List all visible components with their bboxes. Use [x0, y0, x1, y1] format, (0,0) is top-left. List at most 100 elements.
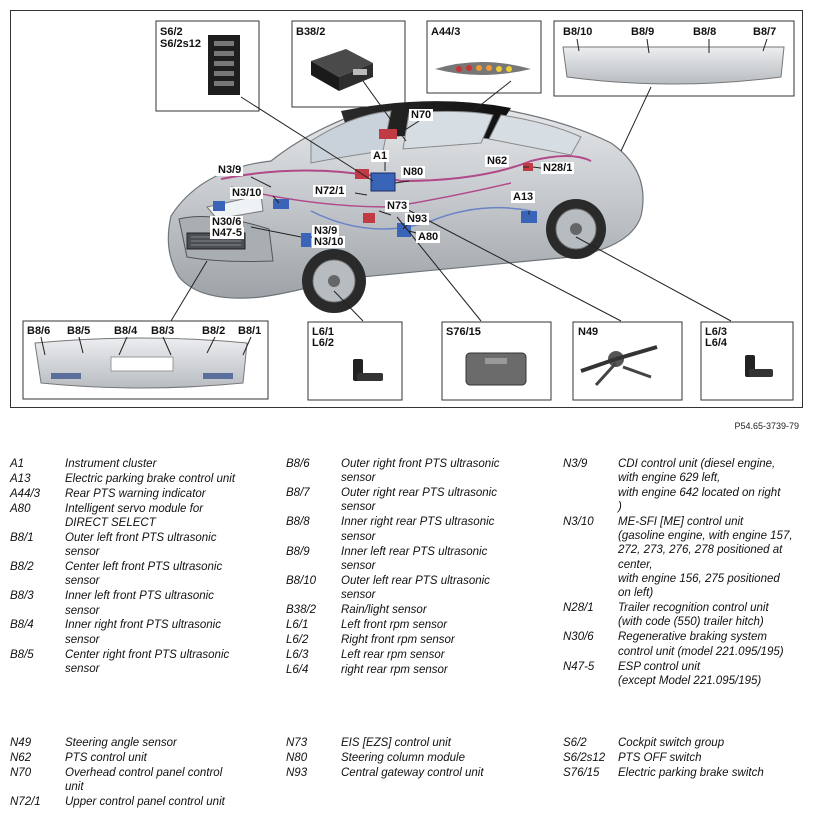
inset-s7615: S76/15 [441, 321, 552, 401]
rear-rpm-sensor-graphic [745, 355, 773, 377]
rear-warning-indicator-graphic [435, 62, 531, 75]
front-label-6: B8/1 [238, 325, 261, 337]
inset-s7615-label: S76/15 [446, 326, 481, 338]
legend-description: Rear PTS warning indicator [65, 487, 206, 500]
rear-label-2: B8/9 [631, 26, 654, 38]
legend-description: Regenerative braking system control unit… [618, 631, 784, 658]
legend-entry: A44/3 Rear PTS warning indicator [10, 487, 280, 501]
callout-n475: N47-5 [210, 227, 244, 239]
legend-description: ME-SFI [ME] control unit (gasoline engin… [618, 515, 793, 600]
parking-brake-switch-graphic [465, 352, 527, 386]
front-label-3: B8/4 [114, 325, 138, 337]
legend-entry: N73 EIS [EZS] control unit [286, 736, 558, 750]
legend-description: Center right front PTS ultrasonic sensor [65, 648, 230, 675]
front-label-4: B8/3 [151, 325, 174, 337]
inset-front-bumper: B8/6 B8/5 B8/4 B8/3 B8/2 B8/1 [22, 320, 269, 400]
steering-angle-sensor-graphic [580, 345, 658, 387]
legend-description: Outer right front PTS ultrasonic sensor [341, 458, 500, 485]
callout-n281: N28/1 [541, 162, 575, 174]
legend-description: Left rear rpm sensor [341, 648, 445, 661]
legend-code: N28/1 [563, 602, 594, 615]
legend-code: N3/9 [563, 458, 588, 470]
legend-description: Outer left rear PTS ultrasonic sensor [341, 574, 490, 602]
legend-description: Inner left front PTS ultrasonic sensor [65, 590, 214, 617]
figure-id: P54.65-3739-79 [734, 421, 799, 431]
legend-code: B8/3 [10, 590, 34, 603]
callout-n62: N62 [485, 155, 510, 167]
inset-l63-label: L6/3 [705, 326, 727, 338]
inset-s62s12-label: S6/2s12 [160, 38, 201, 50]
legend-description: Inner left rear PTS ultrasonic sensor [341, 545, 488, 572]
callout-n39-lower: N3/9 [312, 225, 340, 237]
component-location-diagram: S6/2 S6/2s12 B38/2 A44/3 [10, 10, 803, 408]
legend-description: Outer left front PTS ultrasonic sensor [65, 531, 217, 559]
legend-code: N70 [10, 766, 32, 779]
inset-b382-label: B38/2 [296, 26, 325, 38]
legend-code: A44/3 [10, 487, 41, 500]
legend-code: B8/5 [10, 648, 34, 661]
legend-code: B8/2 [10, 561, 34, 574]
inset-l63-l64: L6/3 L6/4 [700, 321, 794, 401]
inset-n49-label: N49 [578, 326, 598, 338]
legend-code: B8/4 [10, 619, 34, 632]
legend-code: L6/1 [286, 618, 309, 631]
legend-entry: L6/4 right rear rpm sensor [286, 663, 558, 677]
legend-code: A13 [10, 472, 31, 485]
legend-description: Instrument cluster [65, 458, 157, 470]
legend-description: EIS [EZS] control unit [341, 737, 451, 749]
front-rpm-sensor-graphic [353, 359, 383, 381]
front-label-1: B8/6 [27, 325, 50, 337]
inset-s62-label: S6/2 [160, 26, 183, 38]
legend-description: Trailer recognition control unit (with c… [618, 602, 769, 629]
inset-l61-label: L6/1 [312, 326, 334, 338]
legend-code: N93 [286, 766, 308, 779]
inset-l64-label: L6/4 [705, 337, 728, 349]
legend-code: L6/4 [286, 663, 309, 676]
legend-entry: B8/6 Outer right front PTS ultrasonic sen… [286, 457, 558, 486]
legend-entry: S6/2 Cockpit switch group [563, 736, 808, 750]
legend-description: Cockpit switch group [618, 737, 725, 749]
inset-b382: B38/2 [291, 20, 406, 108]
legend-code: S6/2s12 [563, 751, 606, 764]
legend-description: Upper control panel control unit [65, 795, 225, 808]
legend-code: N47-5 [563, 660, 595, 673]
legend-description: Steering column module [341, 751, 466, 764]
inset-n49: N49 [572, 321, 683, 401]
callout-a1: A1 [371, 150, 390, 162]
legend-code: N73 [286, 737, 308, 749]
legend-code: S6/2 [563, 737, 587, 749]
legend-description: right rear rpm sensor [341, 663, 448, 676]
callout-a80: A80 [416, 231, 441, 243]
legend-entry: B8/5 Center right front PTS ultrasonic se… [10, 648, 280, 677]
legend-code: A1 [10, 458, 25, 470]
callout-n70: N70 [409, 109, 434, 121]
rear-label-3: B8/8 [693, 26, 716, 38]
legend-code: S76/15 [563, 766, 600, 779]
legend-code: B8/6 [286, 458, 310, 470]
legend-description: Steering angle sensor [65, 737, 177, 749]
callout-n306: N30/6 [210, 216, 244, 228]
